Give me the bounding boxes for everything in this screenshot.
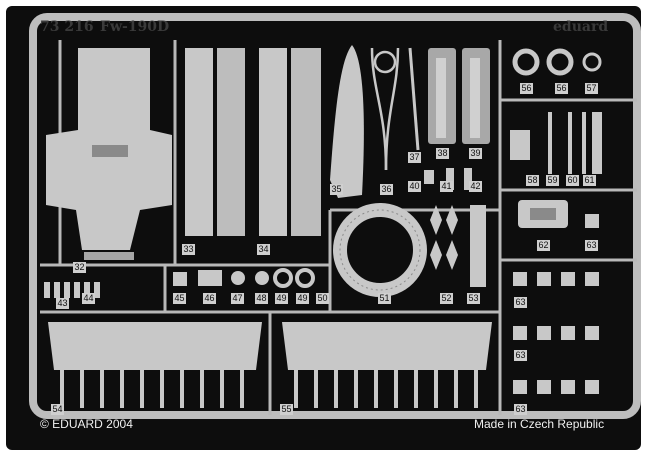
part-37-rod (408, 47, 420, 151)
parts-40-42 (424, 168, 472, 190)
part-number-40: 40 (408, 181, 421, 192)
part-number-51: 51 (378, 293, 391, 304)
part-number-46: 46 (203, 293, 216, 304)
parts-43-44 (44, 282, 100, 298)
parts-45-50 (173, 268, 315, 288)
part-number-42: 42 (469, 181, 482, 192)
part-52-chain (430, 205, 458, 270)
part-number-34: 34 (257, 244, 270, 255)
part-number-41: 41 (440, 181, 453, 192)
part-number-53: 53 (467, 293, 480, 304)
part-number-50: 50 (316, 293, 329, 304)
part-number-60: 60 (566, 175, 579, 186)
part-number-56-b: 56 (555, 83, 568, 94)
part-number-32: 32 (73, 262, 86, 273)
part-34-panel (259, 48, 321, 236)
part-number-38: 38 (436, 148, 449, 159)
part-39-plate (462, 48, 490, 144)
part-number-61: 61 (583, 175, 596, 186)
part-38-plate (428, 48, 456, 144)
part-number-47: 47 (231, 293, 244, 304)
part-number-58: 58 (526, 175, 539, 186)
part-35-fin (330, 45, 364, 198)
parts-56-57-rings (512, 48, 602, 76)
parts-58-61 (510, 112, 602, 174)
brand-name: eduard (553, 19, 609, 35)
part-number-48: 48 (255, 293, 268, 304)
part-number-52: 52 (440, 293, 453, 304)
part-36-wire (370, 47, 400, 171)
part-number-49-a: 49 (275, 293, 288, 304)
part-number-62: 62 (537, 240, 550, 251)
set-number: 73 216 (40, 19, 94, 35)
part-number-55: 55 (280, 404, 293, 415)
part-number-45: 45 (173, 293, 186, 304)
fret-border (29, 13, 641, 419)
part-number-59: 59 (546, 175, 559, 186)
part-54-comb (48, 322, 262, 408)
part-number-35: 35 (330, 184, 343, 195)
part-63-squares (513, 214, 599, 394)
part-number-63-b: 63 (514, 297, 527, 308)
part-number-54: 54 (51, 404, 64, 415)
part-55-comb (282, 322, 492, 408)
origin-text: Made in Czech Republic (474, 417, 605, 431)
part-62-bracket (518, 200, 568, 228)
part-number-49-b: 49 (296, 293, 309, 304)
part-51-ring (333, 203, 427, 297)
part-number-63-c: 63 (514, 350, 527, 361)
part-number-43: 43 (56, 298, 69, 309)
part-number-63-a: 63 (585, 240, 598, 251)
part-number-33: 33 (182, 244, 195, 255)
part-number-44: 44 (82, 293, 95, 304)
part-32-fuselage-panel (46, 48, 172, 260)
part-number-36: 36 (380, 184, 393, 195)
part-33-panel (185, 48, 245, 236)
aircraft-name: Fw-190D (100, 19, 170, 35)
part-number-37: 37 (408, 152, 421, 163)
part-number-63-d: 63 (514, 404, 527, 415)
part-number-39: 39 (469, 148, 482, 159)
part-number-56-a: 56 (520, 83, 533, 94)
part-53-strip (470, 205, 486, 287)
part-number-57: 57 (585, 83, 598, 94)
copyright-text: © EDUARD 2004 (40, 417, 133, 431)
